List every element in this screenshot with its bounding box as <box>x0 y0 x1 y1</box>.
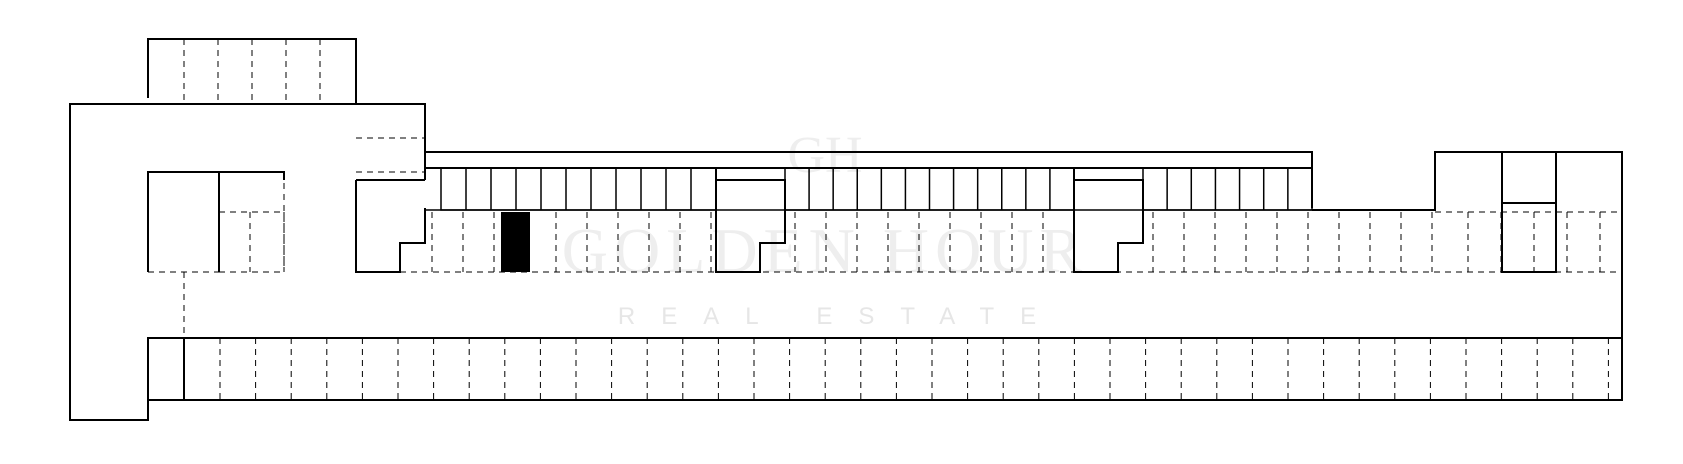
watermark-name: GOLDEN HOUR <box>562 215 1088 286</box>
storage-row <box>1142 167 1313 211</box>
watermark-logo: GH GOLDEN HOUR REAL ESTATE <box>562 127 1088 330</box>
upper-enclosure <box>425 151 1313 208</box>
highlighted-parking-space[interactable] <box>501 212 530 272</box>
left-wing-wall <box>69 103 149 421</box>
lower-block <box>147 337 1623 401</box>
right-annex <box>1312 151 1623 338</box>
left-island <box>147 171 285 272</box>
connector-wall <box>148 103 426 180</box>
storage-row <box>440 167 717 211</box>
storage-units <box>425 167 1313 211</box>
parking-bays <box>148 39 1622 400</box>
watermark-monogram: GH <box>787 127 862 184</box>
stair-core-1 <box>355 179 426 273</box>
watermark-subtitle: REAL ESTATE <box>618 303 1062 330</box>
